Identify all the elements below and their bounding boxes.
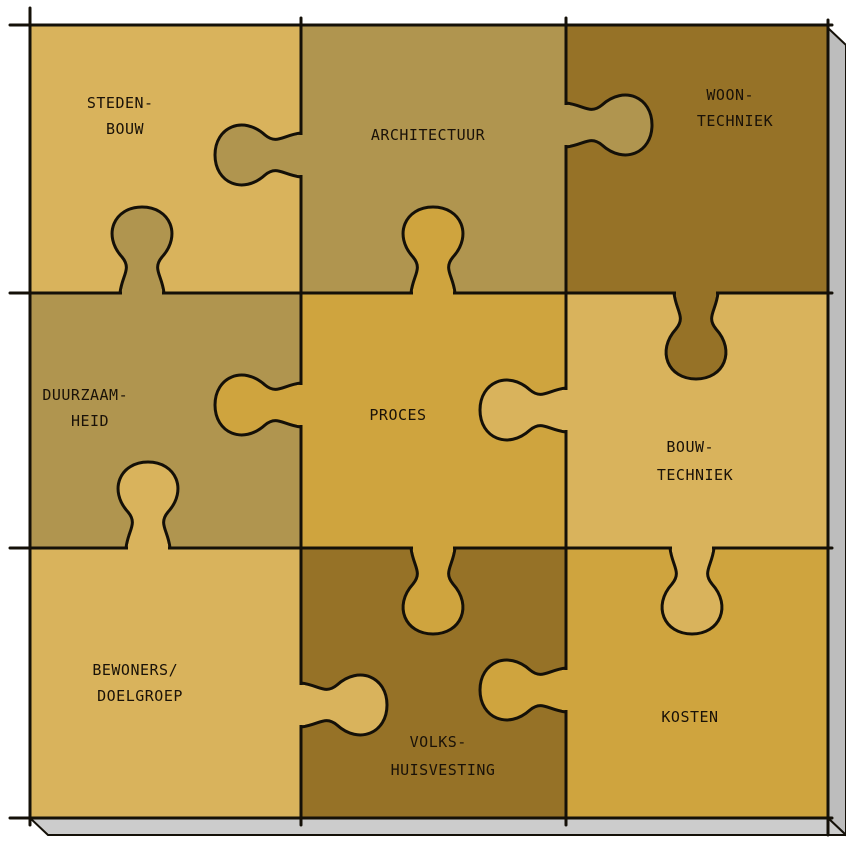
knob-neck-fill xyxy=(562,670,570,710)
knob-neck-fill xyxy=(562,105,570,145)
piece-bewoners xyxy=(30,548,301,818)
knob-neck-fill xyxy=(128,544,168,552)
knob-neck-fill xyxy=(122,289,162,297)
knob-neck-fill xyxy=(297,385,305,425)
label-kosten: KOSTEN xyxy=(661,708,718,726)
piece-woontechniek xyxy=(566,25,828,293)
knob-neck-fill xyxy=(413,289,453,297)
knob-neck-fill xyxy=(676,289,716,297)
base-slab-side xyxy=(828,28,846,835)
knob-neck-fill xyxy=(413,544,453,552)
knob-neck-fill xyxy=(672,544,712,552)
label-proces: PROCES xyxy=(369,406,426,424)
knob-neck-fill xyxy=(297,685,305,725)
knob-neck-fill xyxy=(562,390,570,430)
knob-neck-fill xyxy=(297,135,305,175)
label-architectuur: ARCHITECTUUR xyxy=(371,126,486,144)
base-slab-bottom xyxy=(30,818,846,835)
